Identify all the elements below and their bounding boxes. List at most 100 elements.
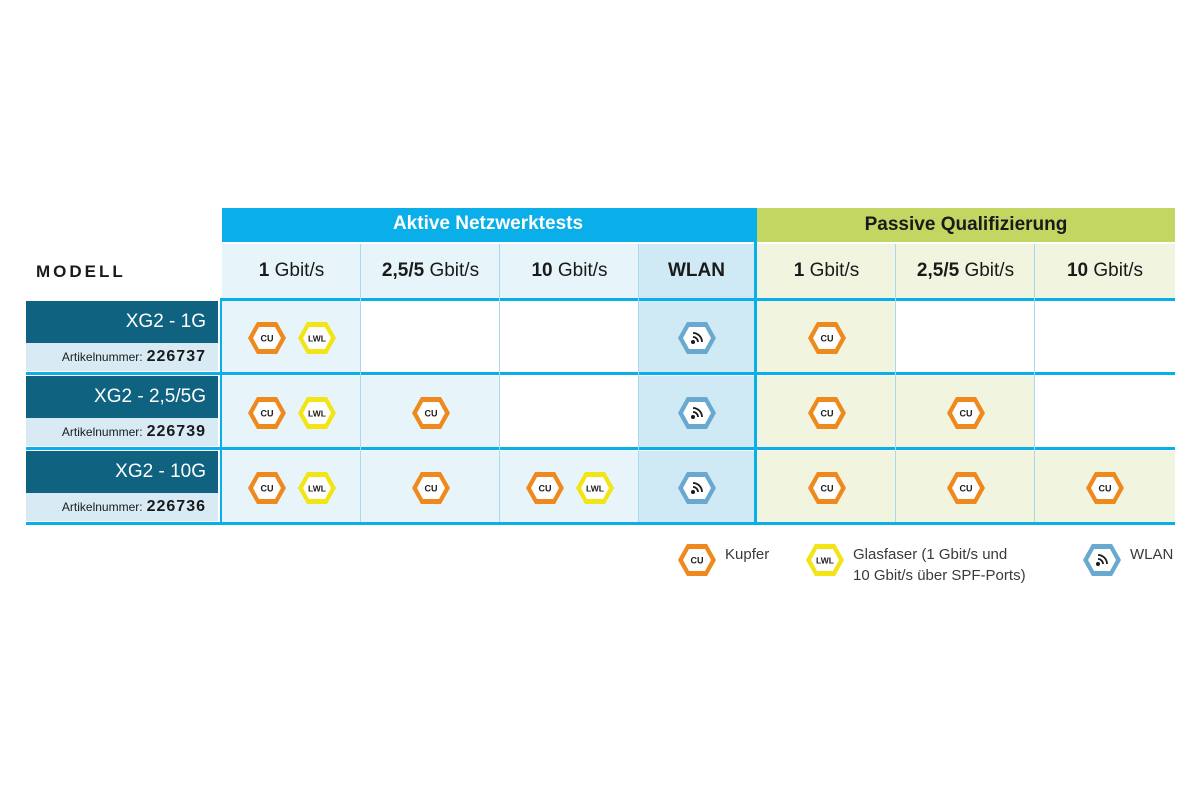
svg-text:CU: CU [260, 483, 273, 493]
legend-text: Kupfer [725, 542, 769, 565]
matrix-cell [639, 301, 754, 374]
wlan-badge-icon [677, 470, 717, 506]
legend-item-lwl: LWL Glasfaser (1 Gbit/s und 10 Gbit/s über… [805, 542, 1026, 586]
column-header-4: 1 Gbit/s [757, 244, 896, 298]
matrix-cell: CU [757, 451, 896, 524]
column-header-unit: Gbit/s [552, 260, 608, 281]
column-header-unit: Gbit/s [804, 260, 860, 281]
legend-item-cu: CU Kupfer [677, 542, 769, 578]
matrix-cell [639, 451, 754, 524]
svg-text:LWL: LWL [816, 556, 834, 566]
legend-text-line: Glasfaser (1 Gbit/s und [853, 546, 1008, 563]
model-name: XG2 - 10G [26, 451, 218, 493]
group-header-passive-qualification: Passive Qualifizierung [757, 208, 1175, 242]
svg-text:CU: CU [820, 483, 833, 493]
cu-badge-icon: CU [525, 470, 565, 506]
legend-item-wlan: WLAN [1082, 542, 1173, 578]
cu-badge-icon: CU [411, 470, 451, 506]
matrix-cell [500, 376, 639, 449]
svg-text:CU: CU [424, 483, 437, 493]
column-header-bold: 2,5/5 [916, 260, 960, 281]
lwl-badge-icon: LWL [297, 470, 337, 506]
svg-text:LWL: LWL [308, 483, 326, 493]
matrix-cell [639, 376, 754, 449]
matrix-cell: CU [896, 451, 1035, 524]
column-header-bold: 1 [258, 260, 270, 281]
legend-text: Glasfaser (1 Gbit/s und 10 Gbit/s über SP… [853, 542, 1026, 586]
column-header-1: 2,5/5 Gbit/s [361, 244, 500, 298]
matrix-cell: CU LWL [222, 301, 361, 374]
matrix-cell [500, 301, 639, 374]
wlan-badge-icon [677, 395, 717, 431]
matrix-cell: CU [757, 301, 896, 374]
cu-badge-icon: CU [247, 320, 287, 356]
column-header-bold: 10 [1066, 260, 1089, 281]
svg-text:CU: CU [820, 408, 833, 418]
matrix-cell: CU LWL [222, 376, 361, 449]
matrix-cell: CU [361, 376, 500, 449]
svg-text:CU: CU [260, 333, 273, 343]
grid-vline [220, 298, 222, 522]
legend-text-line: Kupfer [725, 546, 770, 563]
svg-text:CU: CU [691, 556, 704, 566]
cu-badge-icon: CU [946, 470, 986, 506]
legend-text-line: 10 Gbit/s über SPF-Ports) [853, 567, 1026, 584]
svg-text:CU: CU [260, 408, 273, 418]
matrix-cell: CU LWL [500, 451, 639, 524]
article-number: Artikelnummer:226739 [26, 418, 218, 446]
article-number-value: 226739 [146, 423, 206, 440]
svg-text:LWL: LWL [308, 333, 326, 343]
grid-vline [895, 244, 896, 522]
svg-text:CU: CU [820, 333, 833, 343]
column-header-2: 10 Gbit/s [500, 244, 639, 298]
matrix-cell [1035, 301, 1175, 374]
column-header-0: 1 Gbit/s [222, 244, 361, 298]
matrix-cell [896, 301, 1035, 374]
wlan-badge-icon [1082, 542, 1122, 578]
article-number-label: Artikelnummer: [61, 500, 143, 514]
column-header-3: WLAN [639, 244, 754, 298]
grid-hline [222, 298, 1175, 301]
lwl-badge-icon: LWL [575, 470, 615, 506]
column-header-unit: Gbit/s [1088, 260, 1144, 281]
matrix-cell: CU [1035, 451, 1175, 524]
column-header-5: 2,5/5 Gbit/s [896, 244, 1035, 298]
article-number-label: Artikelnummer: [61, 425, 143, 439]
modell-label: MODELL [36, 262, 126, 281]
grid-hline [26, 447, 1175, 450]
article-number: Artikelnummer:226737 [26, 343, 218, 371]
lwl-badge-icon: LWL [805, 542, 845, 578]
svg-text:CU: CU [959, 483, 972, 493]
column-header-6: 10 Gbit/s [1035, 244, 1175, 298]
model-name: XG2 - 1G [26, 301, 218, 343]
svg-text:CU: CU [1099, 483, 1112, 493]
grid-vline [499, 244, 500, 522]
matrix-cell: CU [757, 376, 896, 449]
svg-text:LWL: LWL [308, 408, 326, 418]
article-number-value: 226737 [146, 348, 206, 365]
grid-vline [638, 244, 639, 522]
matrix-cell: CU LWL [222, 451, 361, 524]
model-name: XG2 - 2,5/5G [26, 376, 218, 418]
cu-badge-icon: CU [411, 395, 451, 431]
column-header-unit: Gbit/s [959, 260, 1015, 281]
column-header-bold: 1 [793, 260, 805, 281]
lwl-badge-icon: LWL [297, 395, 337, 431]
article-number-value: 226736 [146, 498, 206, 515]
cu-badge-icon: CU [807, 320, 847, 356]
svg-text:CU: CU [538, 483, 551, 493]
svg-text:LWL: LWL [586, 483, 604, 493]
column-header-unit: Gbit/s [424, 260, 480, 281]
matrix-cell [361, 301, 500, 374]
cu-badge-icon: CU [247, 470, 287, 506]
matrix-cell [1035, 376, 1175, 449]
cu-badge-icon: CU [247, 395, 287, 431]
cu-badge-icon: CU [807, 470, 847, 506]
wlan-badge-icon [677, 320, 717, 356]
svg-text:CU: CU [959, 408, 972, 418]
svg-text:CU: CU [424, 408, 437, 418]
article-number: Artikelnummer:226736 [26, 493, 218, 521]
